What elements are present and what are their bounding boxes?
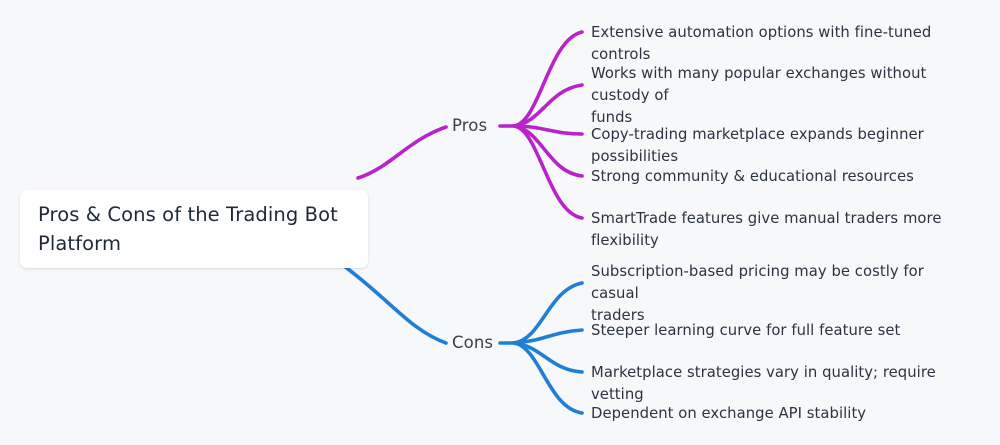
edge-cons-leaf-2 [512,328,584,345]
leaf-cons-2[interactable]: Steeper learning curve for full feature … [591,322,901,339]
edge-pros-leaf-5 [512,124,584,220]
edge-pros-leaf-3 [512,124,584,136]
edge-cons-leaf-4 [512,341,584,415]
branch-label-cons[interactable]: Cons [452,333,494,352]
leaf-pros-1[interactable]: Extensive automation options with fine-t… [591,24,932,63]
edge-pros-leaf-1 [512,30,584,128]
leaf-pros-5[interactable]: SmartTrade features give manual traders … [591,210,942,249]
leaf-pros-4[interactable]: Strong community & educational resources [591,168,914,185]
edge-cons-leaf-1 [512,281,584,345]
leaf-cons-3[interactable]: Marketplace strategies vary in quality; … [591,364,936,403]
edge-root-to-cons [342,264,448,345]
root-node[interactable]: Pros & Cons of the Trading Bot Platform [20,190,368,268]
leaf-cons-1[interactable]: Subscription-based pricing may be costly… [591,263,924,324]
leaf-pros-3[interactable]: Copy-trading marketplace expands beginne… [591,126,924,165]
edge-pros-leaf-2 [512,83,584,128]
leaf-pros-2[interactable]: Works with many popular exchanges withou… [591,65,927,126]
leaf-cons-4[interactable]: Dependent on exchange API stability [591,405,867,422]
edge-root-to-pros [356,125,448,180]
branch-label-pros[interactable]: Pros [452,116,488,135]
root-node-label: Pros & Cons of the Trading Bot Platform [38,203,338,255]
